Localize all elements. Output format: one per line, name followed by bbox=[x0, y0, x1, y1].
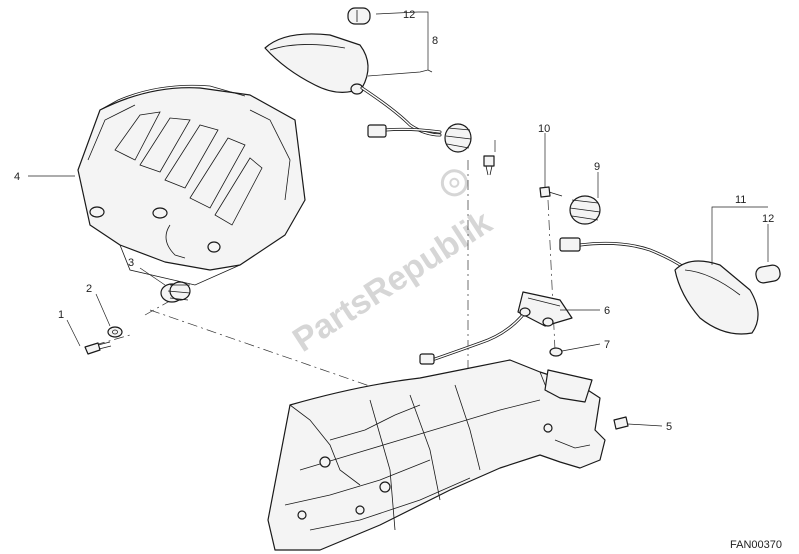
washer bbox=[107, 326, 123, 338]
callout-12-right: 12 bbox=[762, 213, 774, 225]
grommet-9 bbox=[569, 195, 601, 225]
callout-11: 11 bbox=[735, 194, 746, 206]
callout-7: 7 bbox=[604, 339, 610, 351]
leader-lines bbox=[28, 11, 769, 427]
right-turn-indicator bbox=[559, 237, 759, 335]
screw-left bbox=[84, 341, 112, 355]
callout-labels: 1 2 3 4 5 6 7 8 9 10 11 12 12 bbox=[14, 9, 774, 433]
callout-8: 8 bbox=[432, 35, 438, 47]
callout-4: 4 bbox=[14, 171, 20, 183]
bulb-right bbox=[755, 264, 781, 284]
screw-10 bbox=[483, 155, 495, 176]
screw-5 bbox=[613, 416, 629, 430]
callout-6: 6 bbox=[604, 305, 610, 317]
left-turn-indicator bbox=[264, 33, 472, 153]
licence-light-bracket bbox=[544, 369, 593, 403]
bulb-top bbox=[347, 7, 371, 25]
screw-9 bbox=[539, 186, 563, 198]
drawing-code: FAN00370 bbox=[730, 539, 782, 551]
callout-3: 3 bbox=[128, 257, 134, 269]
callout-1: 1 bbox=[58, 309, 64, 321]
callout-12-top: 12 bbox=[403, 9, 415, 21]
callout-9: 9 bbox=[594, 161, 600, 173]
licence-plate-light bbox=[419, 291, 573, 365]
callout-10: 10 bbox=[538, 123, 550, 135]
callout-2: 2 bbox=[86, 283, 92, 295]
tail-light-housing bbox=[77, 84, 306, 286]
callout-5: 5 bbox=[666, 421, 672, 433]
rear-subframe bbox=[267, 359, 606, 551]
gear-icon bbox=[440, 169, 468, 197]
washer-7 bbox=[549, 347, 563, 357]
watermark-text: PartsRepublik bbox=[286, 203, 499, 359]
grommet bbox=[160, 281, 191, 303]
